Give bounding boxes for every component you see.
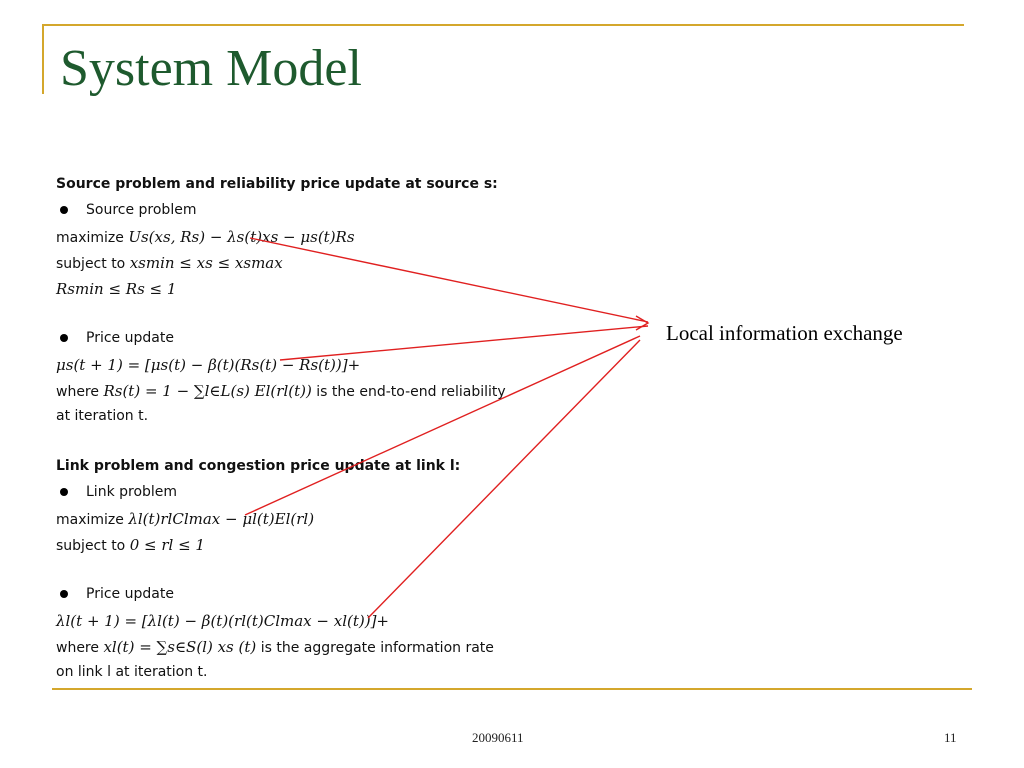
bullet-icon xyxy=(60,590,68,598)
source-max-label: maximize xyxy=(56,230,124,246)
lambda-update-eq: λl(t + 1) = [λl(t) − β(t)(rl(t)Clmax − x… xyxy=(56,612,390,630)
link-bullet-row: Link problem xyxy=(56,484,177,500)
link-bullet-label: Link problem xyxy=(86,484,178,500)
slide-title: System Model xyxy=(60,40,362,97)
rs-def-expr: Rs(t) = 1 − ∑l∈L(s) El(rl(t)) xyxy=(103,382,312,400)
frame-top-line xyxy=(44,24,964,26)
bullet-icon xyxy=(60,334,68,342)
on-link-iteration: on link l at iteration t. xyxy=(56,664,208,680)
page-number: 11 xyxy=(944,730,957,745)
link-subject-expr: 0 ≤ rl ≤ 1 xyxy=(129,536,205,554)
arrow-lambda-s xyxy=(249,237,649,323)
arrow-rs xyxy=(279,325,649,361)
source-bullet-label: Source problem xyxy=(86,202,197,218)
source-r-constraint: Rsmin ≤ Rs ≤ 1 xyxy=(56,280,177,298)
price-bullet-row-1: Price update xyxy=(56,330,174,346)
price-bullet-label-2: Price update xyxy=(86,586,174,602)
bullet-icon xyxy=(60,206,68,214)
link-max-expr: λl(t)rlClmax − μl(t)El(rl) xyxy=(128,510,315,528)
mu-update-eq: μs(t + 1) = [μs(t) − β(t)(Rs(t) − Rs(t))… xyxy=(56,356,361,374)
arrowhead-icon xyxy=(635,315,650,331)
at-iteration-1: at iteration t. xyxy=(56,408,149,424)
link-subject-label: subject to xyxy=(56,538,126,554)
source-bullet-row: Source problem xyxy=(56,202,196,218)
link-max-label: maximize xyxy=(56,512,124,528)
frame-left-line xyxy=(42,24,44,94)
link-max-row: maximize λl(t)rlClmax − μl(t)El(rl) xyxy=(56,510,314,528)
source-subject-label: subject to xyxy=(56,256,126,272)
arrow-mu-l xyxy=(244,335,641,516)
side-label: Local information exchange xyxy=(666,321,903,345)
rs-desc: is the end-to-end reliability xyxy=(316,384,506,400)
where-label-1: where xyxy=(56,384,99,400)
source-max-row: maximize Us(xs, Rs) − λs(t)xs − μs(t)Rs xyxy=(56,228,355,246)
link-subject-row: subject to 0 ≤ rl ≤ 1 xyxy=(56,536,205,554)
footer-date: 20090611 xyxy=(472,730,524,745)
where-label-2: where xyxy=(56,640,99,656)
link-heading: Link problem and congestion price update… xyxy=(56,458,461,474)
source-subject-expr: xsmin ≤ xs ≤ xsmax xyxy=(129,254,283,272)
frame-bottom-line xyxy=(52,688,972,690)
source-subject-row: subject to xsmin ≤ xs ≤ xsmax xyxy=(56,254,283,272)
source-heading: Source problem and reliability price upd… xyxy=(56,176,498,192)
rs-def-row: where Rs(t) = 1 − ∑l∈L(s) El(rl(t)) is t… xyxy=(56,382,506,400)
price-bullet-label-1: Price update xyxy=(86,330,174,346)
price-bullet-row-2: Price update xyxy=(56,586,174,602)
xl-def-row: where xl(t) = ∑s∈S(l) xs (t) is the aggr… xyxy=(56,638,494,656)
arrow-xl xyxy=(367,339,641,619)
xl-def-expr: xl(t) = ∑s∈S(l) xs (t) xyxy=(103,638,257,656)
source-max-expr: Us(xs, Rs) − λs(t)xs − μs(t)Rs xyxy=(128,228,355,246)
bullet-icon xyxy=(60,488,68,496)
xl-desc: is the aggregate information rate xyxy=(260,640,494,656)
